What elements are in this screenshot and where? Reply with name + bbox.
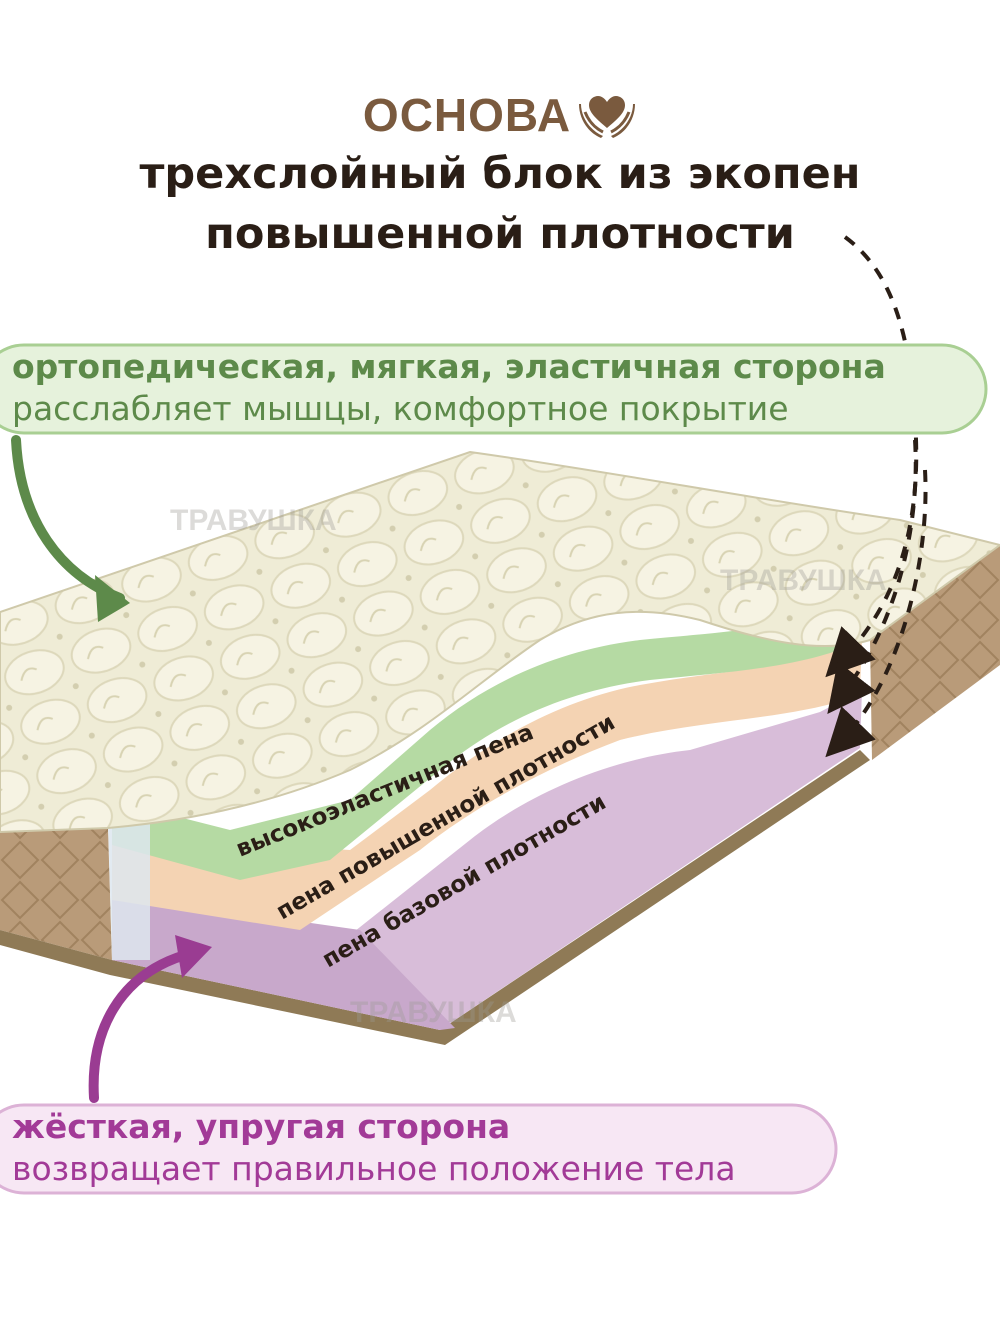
dashed-arrow-2 [827,439,918,714]
heading-line-1: трехслойный блок из экопен [139,149,861,199]
watermark-text-1: ТРАВУШКА [170,504,337,537]
heart-in-hands-icon [579,96,636,138]
mattress-right-side [870,545,1000,760]
green-arrow [11,435,125,603]
mattress-cover [0,450,1000,834]
callout-soft-title: ортопедическая, мягкая, эластичная сторо… [12,347,886,386]
brand-row: ОСНОВА [0,88,1000,142]
callout-firm-subtitle: возвращает правильное положение тела [12,1149,736,1188]
callout-firm-title: жёсткая, упругая сторона [12,1107,511,1146]
callout-firm-side: жёсткая, упругая сторона возвращает прав… [0,1103,840,1195]
purple-arrow [88,950,190,1103]
watermark-text-2: ТРАВУШКА [720,564,887,597]
layer-top-shape [112,600,862,880]
callout-soft-subtitle: расслабляет мышцы, комфортное покрытие [12,389,789,428]
brand-name: ОСНОВА [362,89,572,141]
heading-line-2: повышенной плотности [205,209,795,259]
callout-soft-side: ортопедическая, мягкая, эластичная сторо… [0,343,990,435]
watermark-text-3: ТРАВУШКА [350,996,517,1029]
mattress-left-side [0,828,112,960]
watermark: ТРАВУШКА ТРАВУШКА ТРАВУШКА [170,504,887,1029]
